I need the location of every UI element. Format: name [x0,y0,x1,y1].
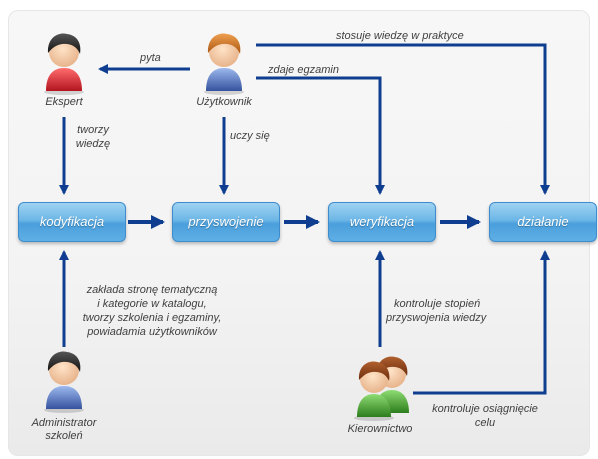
process-box-przyswojenie: przyswojenie [172,202,280,242]
edge-label-zdaje: zdaje egzamin [268,64,339,76]
edge-label-tworzy-2: wiedzę [75,138,111,150]
edge-label-admin-1: zakłada stronę tematyczną [86,284,218,296]
edge-label-kontroluje-1: kontroluje stopień [394,298,481,310]
administrator-icon [44,351,84,413]
edge-label-admin-2: i kategorie w katalogu, [97,298,207,310]
arrow-kontroluje-cel [413,250,550,395]
process-box-dzialanie: działanie [489,202,597,242]
process-box-weryfikacja: weryfikacja [328,202,436,242]
edge-label-pyta: pyta [140,52,161,64]
edge-label-cel-1: kontroluje osiągnięcie [432,403,538,415]
edge-label-uczy: uczy się [230,130,270,142]
process-box-kodyfikacja: kodyfikacja [18,202,126,242]
actor-label-administrator: Administrator [31,417,97,429]
actor-label-ekspert: Ekspert [45,96,83,108]
ekspert-icon [44,33,84,95]
edge-label-stosuje: stosuje wiedzę w praktyce [336,30,464,42]
kierownictwo-icon [354,356,409,421]
edge-label-tworzy-1: tworzy [77,124,109,136]
actor-label-kierownictwo: Kierownictwo [347,423,413,435]
actor-label-uzytkownik: Użytkownik [196,96,252,108]
actor-label-szkolen: szkoleń [45,430,83,442]
arrow-zdaje [256,76,385,195]
uzytkownik-icon [204,33,244,95]
edge-label-kontroluje-2: przyswojenia wiedzy [386,312,487,324]
arrow-stosuje [256,43,550,195]
edge-label-admin-3: tworzy szkolenia i egzaminy, [82,312,222,324]
edge-label-cel-2: celu [474,417,496,429]
edge-label-admin-4: powiadamia użytkowników [87,326,217,338]
